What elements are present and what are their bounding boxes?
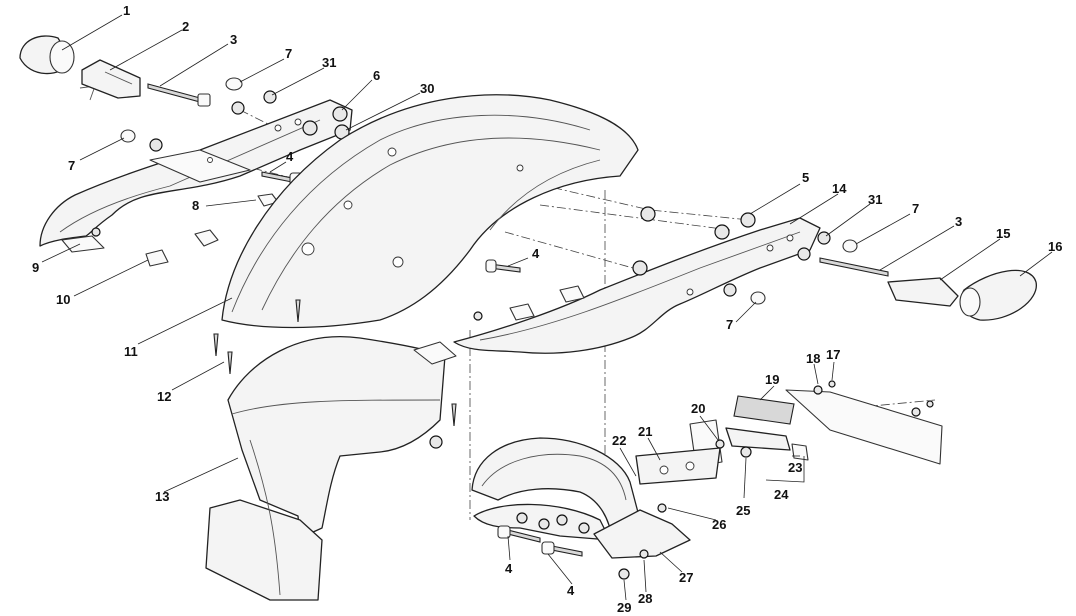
part-2-left-signal-housing: [81, 59, 141, 99]
callout-14: 14: [832, 181, 847, 196]
leader-lines: [41, 14, 1053, 601]
callout-31: 31: [868, 192, 882, 207]
callout-16: 16: [1048, 239, 1062, 254]
part-11-rear-fender: [221, 94, 639, 329]
callout-17: 17: [826, 347, 840, 362]
callout-3: 3: [230, 32, 237, 47]
callout-1: 1: [123, 3, 130, 18]
callout-4: 4: [286, 149, 294, 164]
callout-31: 31: [322, 55, 336, 70]
callout-18: 18: [806, 351, 820, 366]
callout-28: 28: [638, 591, 652, 606]
callout-19: 19: [765, 372, 779, 387]
part-13-lower-fender: [205, 336, 457, 601]
callout-15: 15: [996, 226, 1010, 241]
callout-13: 13: [155, 489, 169, 504]
callout-23: 23: [788, 460, 802, 475]
right-turn-signal-assembly: [819, 257, 1037, 321]
callout-12: 12: [157, 389, 171, 404]
callout-21: 21: [638, 424, 652, 439]
part-6-left-rail: [39, 99, 353, 247]
callout-7: 7: [726, 317, 733, 332]
lower-license-bracket: [471, 437, 691, 580]
callout-7: 7: [912, 201, 919, 216]
callout-7: 7: [68, 158, 75, 173]
callout-10: 10: [56, 292, 70, 307]
callout-9: 9: [32, 260, 39, 275]
callout-2: 2: [182, 19, 189, 34]
lower-bolts: [497, 525, 583, 557]
callout-4: 4: [532, 246, 540, 261]
callout-3: 3: [955, 214, 962, 229]
right-hardware: [473, 206, 858, 321]
callout-26: 26: [712, 517, 726, 532]
part-1-left-turn-signal: [19, 35, 96, 101]
callout-4: 4: [505, 561, 513, 576]
license-plate-assembly: [733, 380, 943, 465]
callout-27: 27: [679, 570, 693, 585]
callout-20: 20: [691, 401, 705, 416]
left-small-clips: [61, 193, 279, 267]
tail-light-assembly: [635, 419, 809, 485]
callout-8: 8: [192, 198, 199, 213]
callout-5: 5: [802, 170, 809, 185]
part-14-right-rail: [413, 217, 821, 365]
callout-7: 7: [285, 46, 292, 61]
callout-30: 30: [420, 81, 434, 96]
part-12-pins: [213, 299, 301, 375]
callout-6: 6: [373, 68, 380, 83]
callout-29: 29: [617, 600, 631, 615]
callout-22: 22: [612, 433, 626, 448]
callout-25: 25: [736, 503, 750, 518]
callout-11: 11: [124, 344, 138, 359]
part-3-left-stud: [147, 83, 211, 107]
callout-4: 4: [567, 583, 575, 598]
callout-labels: 1 2 3 7 31 6 30 7 4 8 9 10 11 12 13 4 5 …: [32, 3, 1062, 615]
callout-24: 24: [774, 487, 789, 502]
